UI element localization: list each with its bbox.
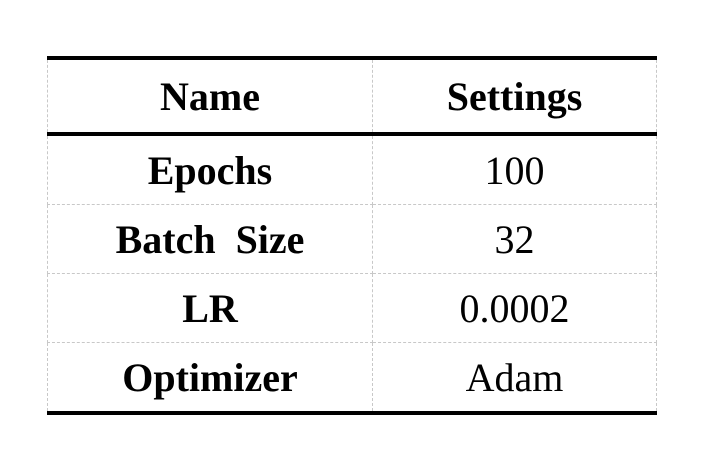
row-name-text: Epochs xyxy=(147,147,273,193)
table-row: Epochs 100 xyxy=(47,133,657,205)
table-header: Name Settings xyxy=(47,56,657,136)
row-name-cell: Epochs xyxy=(47,133,373,205)
table-row: LR 0.0002 xyxy=(47,273,657,343)
row-name-text: LR xyxy=(182,285,238,331)
column-header-settings: Settings xyxy=(372,56,657,136)
row-value-cell: Adam xyxy=(372,342,657,415)
row-name-text: Optimizer xyxy=(122,354,298,400)
row-value-cell: 0.0002 xyxy=(372,273,657,343)
row-value-cell: 32 xyxy=(372,204,657,274)
settings-table: Name Settings Epochs 100 Batch Size 32 L… xyxy=(47,56,657,415)
table-row: Batch Size 32 xyxy=(47,204,657,274)
table-body: Epochs 100 Batch Size 32 LR 0.0002 Optim… xyxy=(47,133,657,415)
row-name-cell: Optimizer xyxy=(47,342,373,415)
row-name-cell: LR xyxy=(47,273,373,343)
column-header-name: Name xyxy=(47,56,373,136)
row-name-cell: Batch Size xyxy=(47,204,373,274)
table-row: Optimizer Adam xyxy=(47,342,657,415)
row-value-cell: 100 xyxy=(372,133,657,205)
settings-table-container: Name Settings Epochs 100 Batch Size 32 L… xyxy=(47,56,657,415)
header-row: Name Settings xyxy=(47,56,657,136)
row-name-text: Batch Size xyxy=(115,216,305,262)
